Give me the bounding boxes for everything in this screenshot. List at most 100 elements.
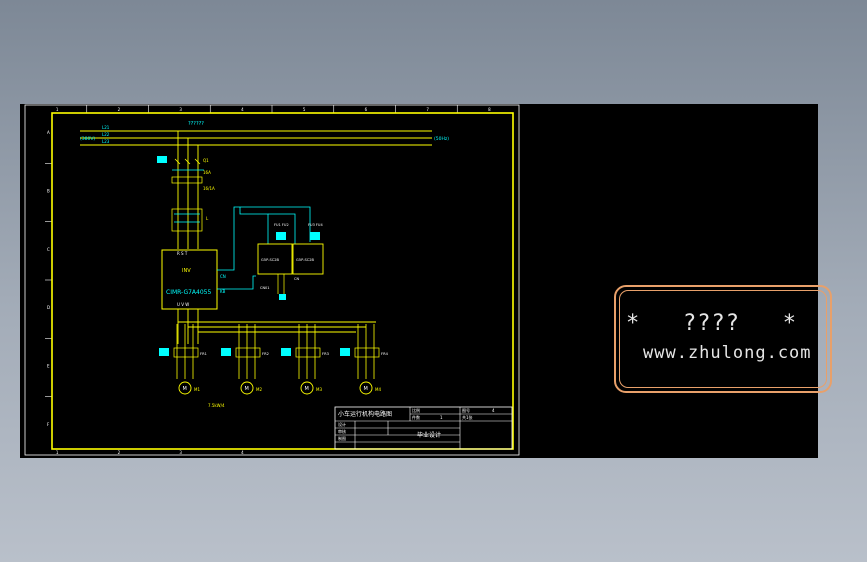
relay-top-2: FU3 FU4 xyxy=(308,223,323,227)
overload-relay xyxy=(354,347,380,358)
breaker-rating: 16A xyxy=(203,170,211,175)
module-1-label: G5P-SC2B xyxy=(261,258,280,262)
bus-line-3-label: L23 xyxy=(102,139,110,144)
bottom-column-number: 1 xyxy=(56,450,59,455)
motor-symbol xyxy=(300,381,314,395)
branch-contactor-box xyxy=(221,348,231,356)
title-field-check: 审核 xyxy=(338,428,346,434)
left-bus-label: (380V) xyxy=(80,136,95,142)
overload-label: FR3 xyxy=(322,352,329,356)
output-bus xyxy=(177,309,376,344)
power-bus: L21 L22 L23 (380V) (50Hz) xyxy=(80,125,449,146)
branch-contactor-box xyxy=(340,348,350,356)
title-field-draw: 制图 xyxy=(338,435,346,441)
relay-box-1 xyxy=(276,232,286,240)
motor-label: M3 xyxy=(316,387,322,392)
count-value: 1 xyxy=(440,415,443,420)
branch-contactor-box xyxy=(159,348,169,356)
title-field-design: 设计 xyxy=(338,421,346,427)
column-number: 2 xyxy=(118,107,121,112)
module-2-box xyxy=(292,243,324,275)
row-letter: E xyxy=(47,364,50,369)
module-1-box xyxy=(257,243,293,275)
inverter-label: INV xyxy=(182,268,191,274)
column-number: 8 xyxy=(488,107,491,112)
count-label: 共1张 xyxy=(462,414,473,420)
column-number: 7 xyxy=(426,107,429,112)
column-number: 4 xyxy=(241,107,244,112)
top-label: ?????? xyxy=(188,121,204,127)
motor-symbol xyxy=(178,381,192,395)
title-block: 小车运行机构电路图 比例 件数 图号 4 共1张 1 设计 审核 制图 毕业设计 xyxy=(334,406,513,450)
row-letter: A xyxy=(47,130,50,135)
overload-relay xyxy=(295,347,321,358)
controller-modules: G5P-SC2B G5P-SC2B FU1 FU2 FU3 FU4 CN01 C… xyxy=(257,223,324,300)
bottom-column-number: 3 xyxy=(179,450,182,455)
sheet-value: 4 xyxy=(492,408,495,413)
watermark-line-1: * ???? * xyxy=(626,311,797,336)
inverter-terminals-bottom: U V W xyxy=(177,302,189,307)
bottom-column-number: 4 xyxy=(241,450,244,455)
relay-box-2 xyxy=(310,232,320,240)
relay-under-label: CN01 xyxy=(260,286,270,290)
bus-line-1-label: L21 xyxy=(102,125,110,130)
motor-symbol-text: M xyxy=(364,386,368,392)
row-letter: D xyxy=(47,305,50,310)
relay-under-box xyxy=(279,294,286,300)
row-letter: C xyxy=(47,247,50,252)
column-number: 1 xyxy=(56,107,59,112)
motor-symbol-text: M xyxy=(305,386,309,392)
inverter-side-2: KB xyxy=(220,289,226,294)
right-bus-label: (50Hz) xyxy=(434,136,449,142)
overload-label: FR2 xyxy=(262,352,269,356)
column-number: 3 xyxy=(179,107,182,112)
motor-power: 7.5kW/4 xyxy=(208,403,225,408)
inverter-side-1: CN xyxy=(220,274,226,279)
bottom-column-number: 2 xyxy=(118,450,121,455)
breaker-q1-label: Q1 xyxy=(203,158,209,163)
module-2-label: G5P-SC2B xyxy=(296,258,315,262)
title-field-quantity: 件数 xyxy=(412,414,420,420)
column-number: 5 xyxy=(303,107,306,112)
overload-relay xyxy=(235,347,261,358)
relay-top-1: FU1 FU2 xyxy=(274,223,289,227)
overload-label: FR1 xyxy=(200,352,207,356)
title-field-scale: 比例 xyxy=(412,407,420,413)
watermark-box: * ???? * www.zhulong.com xyxy=(614,285,832,393)
row-letter: B xyxy=(47,189,50,194)
sheet-border xyxy=(24,104,520,456)
bus-line-2-label: L22 xyxy=(102,132,110,137)
motor-symbol-text: M xyxy=(245,386,249,392)
column-number: 6 xyxy=(365,107,368,112)
relay-side-label: CN xyxy=(294,277,299,281)
breaker-note: 16/1A xyxy=(203,186,215,191)
motor-symbol xyxy=(359,381,373,395)
overload-label: FR4 xyxy=(381,352,389,356)
breaker-q1-box xyxy=(157,156,167,163)
row-letter: F xyxy=(47,422,50,427)
inverter: R S T INV CIMR-G7A4055 U V W CN KB xyxy=(161,249,226,310)
control-wiring xyxy=(217,206,311,290)
svg-text:L: L xyxy=(206,216,209,221)
drawing-frame xyxy=(51,112,514,450)
motor-label: M1 xyxy=(194,387,200,392)
watermark-url: www.zhulong.com xyxy=(643,343,812,363)
breaker-q1: Q1 16A 16/1A xyxy=(157,156,215,191)
motor-symbol-text: M xyxy=(183,386,187,392)
inverter-model: CIMR-G7A4055 xyxy=(166,289,211,296)
graduation-label: 毕业设计 xyxy=(417,431,441,439)
drawing-title: 小车运行机构电路图 xyxy=(338,410,392,418)
inverter-terminals-top: R S T xyxy=(177,251,188,256)
motor-label: M2 xyxy=(256,387,262,392)
fuse-cluster: L xyxy=(171,208,209,232)
sheet-label: 图号 xyxy=(462,407,470,413)
branch-contactor-box xyxy=(281,348,291,356)
